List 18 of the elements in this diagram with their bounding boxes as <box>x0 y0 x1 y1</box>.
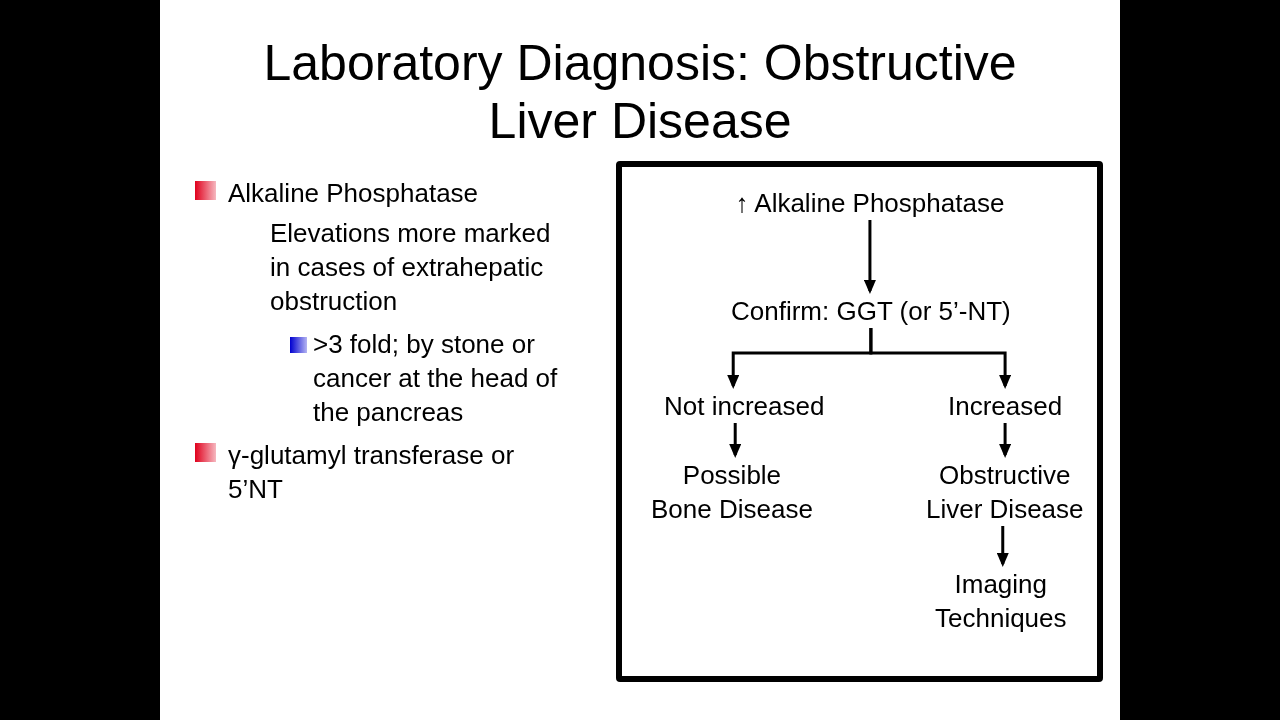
arrow <box>999 423 1012 458</box>
flowchart-step: ↑ Alkaline Phosphatase <box>735 186 1005 220</box>
flowchart-step: Increased <box>948 389 1063 423</box>
arrow <box>869 328 1012 389</box>
flowchart-step: Imaging Techniques <box>935 567 1067 635</box>
slide-title: Laboratory Diagnosis: Obstructive Liver Disease <box>263 34 1017 150</box>
bullet-point-text: γ-glutamyl transferase or 5’NT <box>228 439 515 506</box>
flowchart-step: Not increased <box>664 389 825 423</box>
flowchart-step: Possible Bone Disease <box>651 458 813 526</box>
flowchart-step: Confirm: GGT (or 5’-NT) <box>731 294 1011 328</box>
flowchart-frame <box>616 161 1103 682</box>
bullet-point-text: Alkaline Phosphatase <box>228 177 479 210</box>
flowchart-step: Obstructive Liver Disease <box>926 458 1084 526</box>
sub-sub-point-text: >3 fold; by stone or cancer at the head of the pancreas <box>313 328 558 429</box>
arrow <box>863 220 876 294</box>
arrow <box>729 423 742 458</box>
sub-point-text: Elevations more marked in cases of extrahepatic obstruction <box>270 217 551 318</box>
arrow <box>996 526 1009 567</box>
